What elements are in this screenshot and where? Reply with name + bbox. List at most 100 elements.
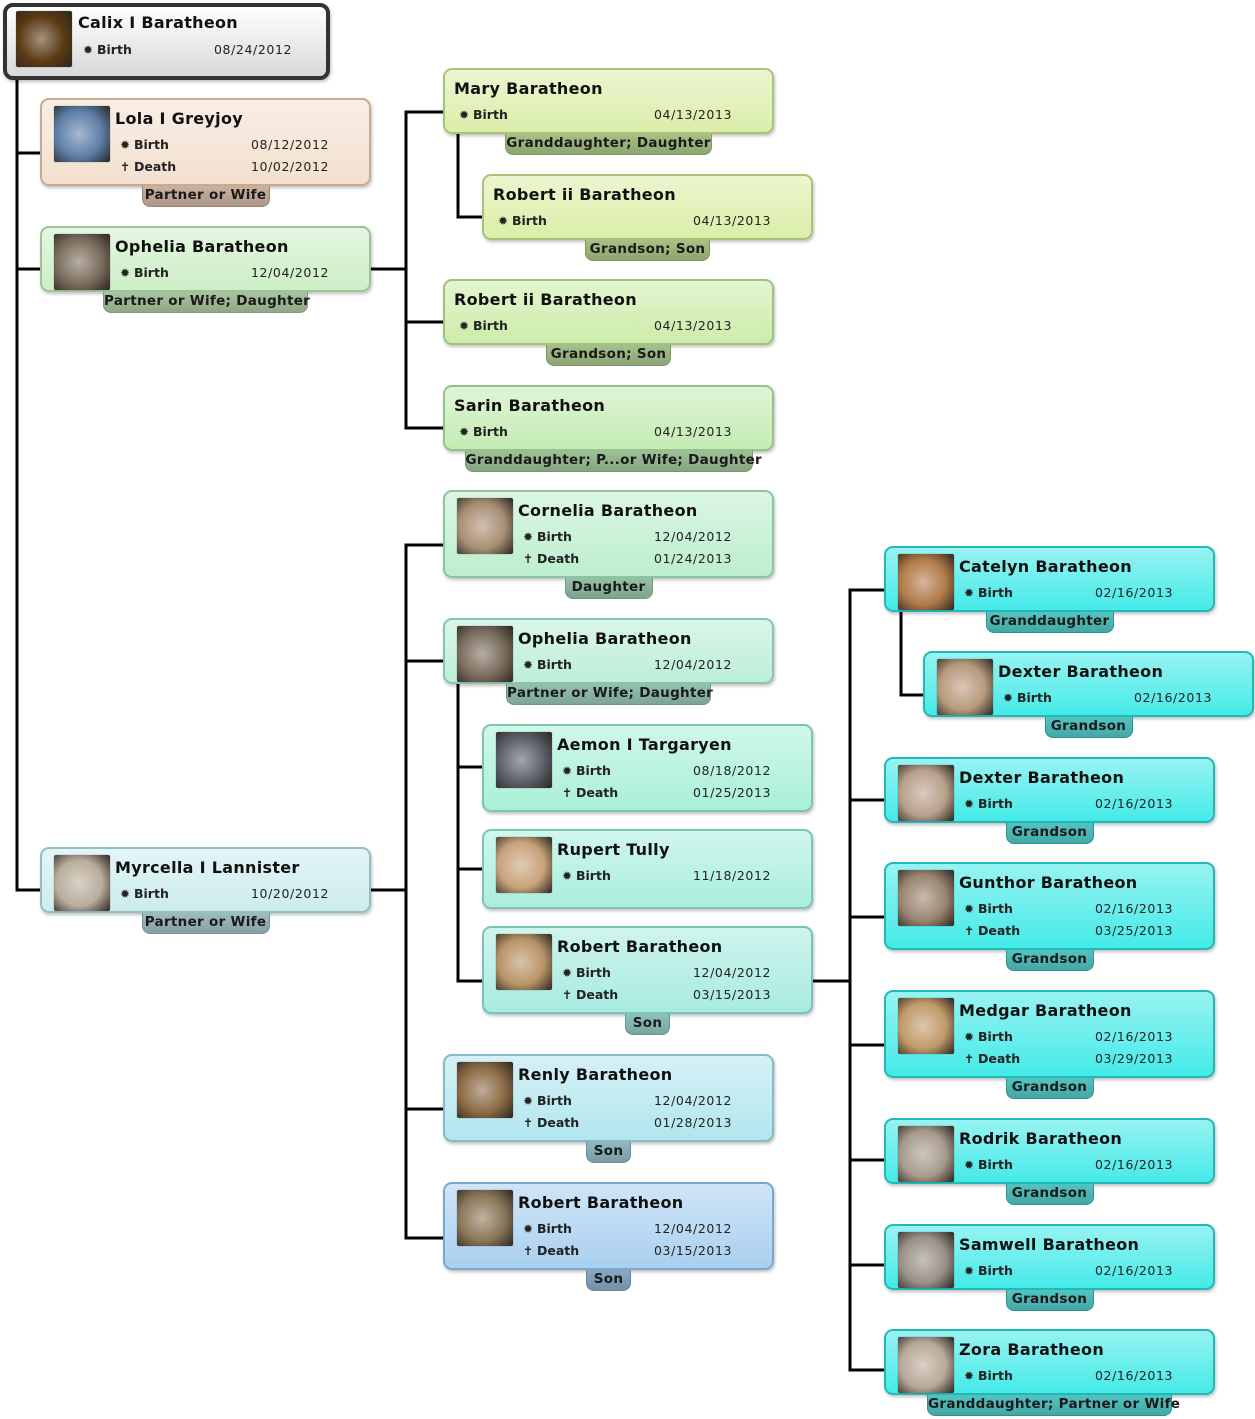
birth-icon: ✹ (497, 214, 509, 228)
person-photo (898, 998, 954, 1054)
person-card-robertii1[interactable]: Robert ii Baratheon ✹Birth 04/13/2013 (482, 174, 813, 240)
birth-event: ✹Birth (961, 1262, 1013, 1280)
relation-tag: Grandson (1044, 717, 1133, 738)
birth-event: ✹Birth (117, 136, 169, 154)
relation-tag: Grandson (1005, 1078, 1094, 1099)
event-label: Birth (1017, 690, 1052, 705)
relation-tag: Granddaughter (985, 612, 1114, 633)
person-name: Robert ii Baratheon (454, 290, 637, 309)
event-date: 12/04/2012 (693, 965, 772, 980)
event-date: 12/04/2012 (654, 1093, 733, 1108)
birth-icon: ✹ (458, 425, 470, 439)
person-photo (457, 1062, 513, 1118)
event-date: 03/15/2013 (654, 1243, 733, 1258)
person-photo (54, 855, 110, 911)
person-name: Sarin Baratheon (454, 396, 606, 415)
person-photo (457, 626, 513, 682)
birth-icon: ✹ (963, 797, 975, 811)
event-label: Death (537, 1243, 580, 1258)
event-date: 01/28/2013 (654, 1115, 733, 1130)
event-label: Birth (473, 424, 508, 439)
event-date: 02/16/2013 (1095, 1029, 1174, 1044)
birth-icon: ✹ (561, 764, 573, 778)
relation-tag: Grandson (1005, 950, 1094, 971)
death-event: ✝Death (520, 1114, 579, 1132)
death-icon: ✝ (522, 552, 534, 566)
person-name: Renly Baratheon (518, 1065, 673, 1084)
event-date: 12/04/2012 (654, 1221, 733, 1236)
person-photo (496, 837, 552, 893)
birth-icon: ✹ (522, 530, 534, 544)
birth-icon: ✹ (963, 902, 975, 916)
event-date: 01/25/2013 (693, 785, 772, 800)
event-label: Birth (512, 213, 547, 228)
event-label: Birth (134, 886, 169, 901)
birth-icon: ✹ (458, 108, 470, 122)
person-name: Rupert Tully (557, 840, 670, 859)
event-label: Birth (576, 868, 611, 883)
relation-tag: Daughter (564, 578, 653, 599)
event-date: 03/29/2013 (1095, 1051, 1174, 1066)
person-name: Robert ii Baratheon (493, 185, 676, 204)
birth-icon: ✹ (963, 1264, 975, 1278)
birth-event: ✹Birth (961, 795, 1013, 813)
person-photo (898, 870, 954, 926)
person-name: Catelyn Baratheon (959, 557, 1132, 576)
person-photo (898, 1126, 954, 1182)
birth-icon: ✹ (963, 586, 975, 600)
event-label: Birth (97, 42, 132, 57)
birth-event: ✹Birth (559, 964, 611, 982)
birth-icon: ✹ (963, 1369, 975, 1383)
event-date: 02/16/2013 (1095, 1157, 1174, 1172)
person-photo (898, 765, 954, 821)
relation-tag: Grandson (1005, 823, 1094, 844)
event-label: Birth (537, 1221, 572, 1236)
event-label: Death (576, 987, 619, 1002)
event-date: 12/04/2012 (654, 657, 733, 672)
person-name: Rodrik Baratheon (959, 1129, 1123, 1148)
relation-tag: Partner or Wife; Daughter (506, 684, 713, 705)
event-label: Birth (537, 1093, 572, 1108)
event-date: 04/13/2013 (693, 213, 772, 228)
relation-tag: Granddaughter; P...or Wife; Daughter (464, 451, 762, 472)
relation-tag: Partner or Wife (141, 913, 270, 934)
event-date: 02/16/2013 (1095, 901, 1174, 916)
person-name: Ophelia Baratheon (115, 237, 289, 256)
death-icon: ✝ (963, 924, 975, 938)
birth-event: ✹Birth (961, 1028, 1013, 1046)
person-photo (898, 1232, 954, 1288)
event-label: Death (978, 923, 1021, 938)
person-name: Samwell Baratheon (959, 1235, 1140, 1254)
person-photo (457, 498, 513, 554)
event-date: 01/24/2013 (654, 551, 733, 566)
event-label: Death (537, 1115, 580, 1130)
event-label: Death (134, 159, 177, 174)
event-label: Birth (473, 318, 508, 333)
death-event: ✝Death (961, 1050, 1020, 1068)
person-photo (54, 106, 110, 162)
event-date: 02/16/2013 (1095, 796, 1174, 811)
